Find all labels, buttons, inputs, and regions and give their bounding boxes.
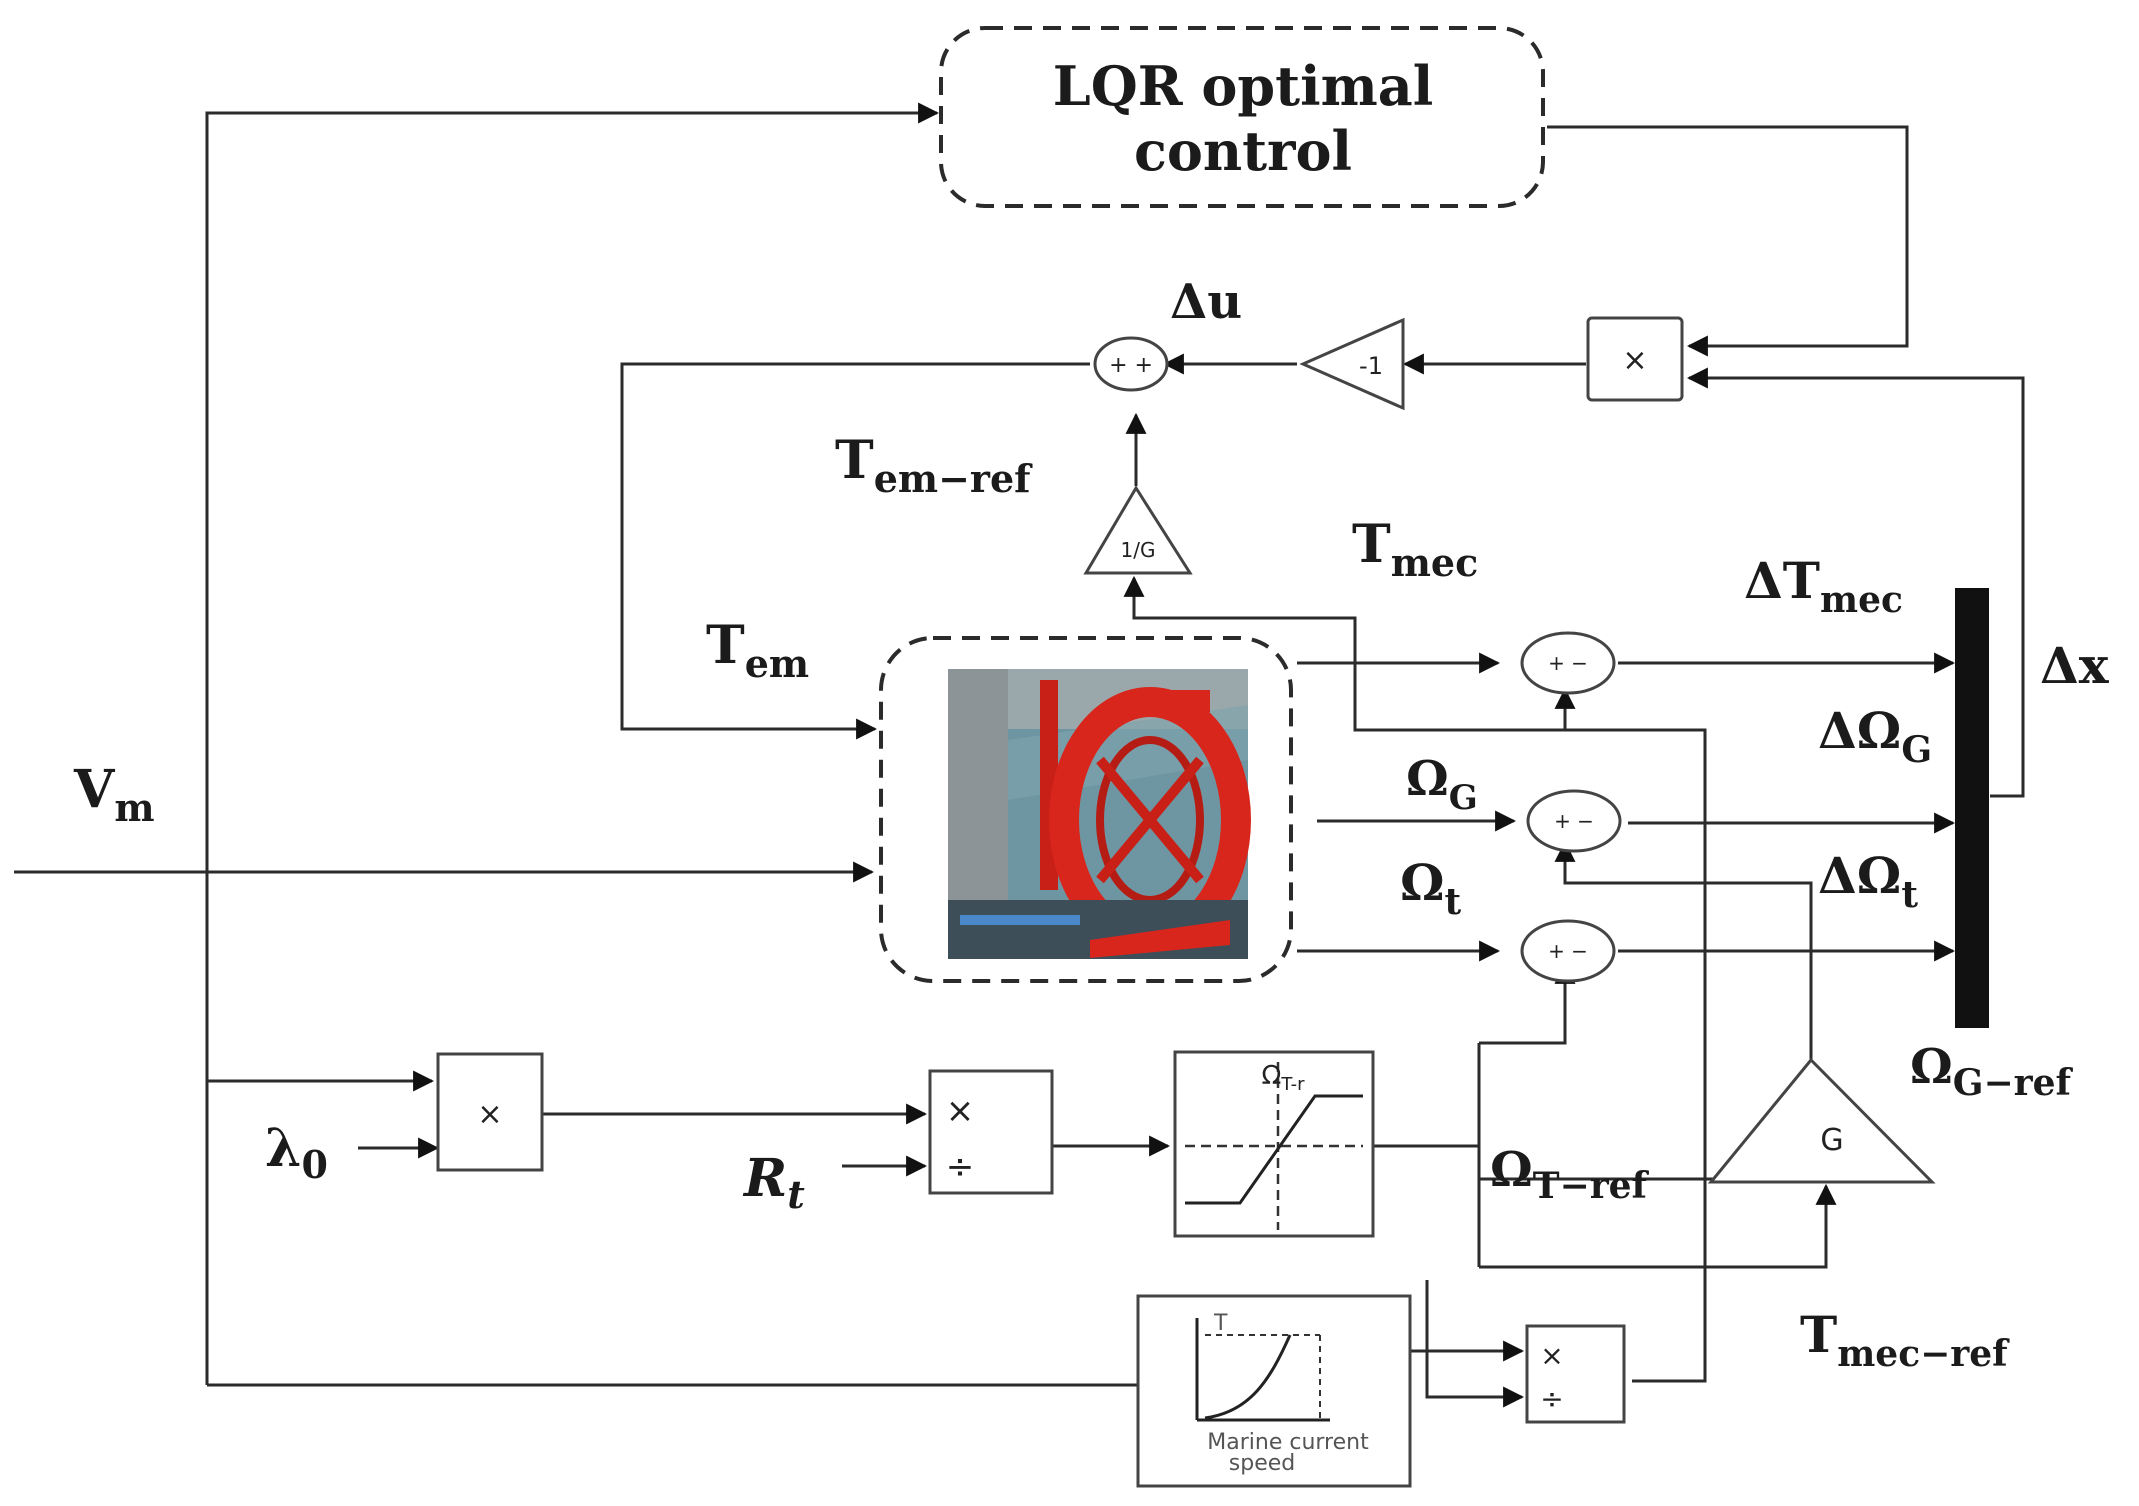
curve-caption-line1: Marine current — [1207, 1430, 1369, 1455]
omega-t-ref-label: ΩT−ref — [1490, 1142, 1650, 1207]
lqr-title-line2: control — [1134, 119, 1352, 183]
t-em-label: Tem — [706, 615, 809, 686]
multiply-icon: × — [1540, 1339, 1563, 1372]
v-m-label: Vm — [73, 759, 155, 830]
t-mec-label: Tmec — [1352, 514, 1478, 585]
sum-sign-icon: + − — [1554, 809, 1594, 833]
delta-omega-t-label: ΔΩt — [1818, 846, 1918, 916]
curve-axis-label: T — [1213, 1311, 1228, 1336]
multiply-icon: × — [1622, 343, 1647, 378]
r-t-label: Rt — [742, 1148, 805, 1217]
lambda0-label: λ0 — [265, 1118, 328, 1187]
torque-divider-block[interactable]: × ÷ — [1525, 1324, 1626, 1424]
sum-sign-icon: + + — [1109, 353, 1153, 378]
curve-caption-line2: speed — [1229, 1451, 1295, 1476]
divide-icon: ÷ — [946, 1147, 975, 1187]
omega-g-ref-label: ΩG−ref — [1910, 1039, 2074, 1104]
delta-u-label: Δu — [1170, 274, 1242, 330]
turbine-speed-error-sum-block[interactable]: + − — [1520, 919, 1616, 983]
sum-sign-icon: + − — [1548, 651, 1588, 675]
signal-wires — [14, 102, 2025, 1408]
torque-curve-lookup-block[interactable]: T Marine current speed — [1136, 1294, 1412, 1488]
turbine-photo — [948, 669, 1251, 959]
delta-omega-g-label: ΔΩG — [1818, 701, 1932, 771]
signal-labels: Δu Tem−ref Tmec Tem Vm ΔTmec Δx ΔΩG ΩG Ω… — [73, 274, 2110, 1375]
delta-x-label: Δx — [2040, 636, 2110, 695]
state-multiplier-block[interactable]: × — [1586, 316, 1684, 402]
delta-u-sum-block[interactable]: + + — [1093, 336, 1169, 392]
multiply-icon: × — [477, 1097, 502, 1132]
g-gain-block[interactable]: G — [1707, 1057, 1936, 1184]
inverse-gain-block[interactable]: 1/G — [1083, 485, 1193, 575]
lqr-title-line1: LQR optimal — [1053, 54, 1434, 118]
saturation-label: ΩT-r — [1261, 1061, 1305, 1095]
radius-divider-block[interactable]: × ÷ — [928, 1069, 1054, 1195]
multiply-icon: × — [946, 1091, 975, 1131]
marine-turbine-plant-block[interactable] — [879, 636, 1293, 983]
g-gain-label: G — [1820, 1123, 1843, 1158]
inverse-gain-label: 1/G — [1121, 538, 1156, 562]
lqr-controller-block[interactable]: LQR optimal control — [939, 26, 1545, 208]
generator-speed-error-sum-block[interactable]: + − — [1526, 789, 1622, 853]
omega-g-label: ΩG — [1406, 751, 1478, 818]
negative-gain-label: -1 — [1359, 352, 1383, 380]
t-mec-ref-label: Tmec−ref — [1800, 1305, 2010, 1375]
omega-t-label: Ωt — [1400, 853, 1462, 923]
delta-t-mec-label: ΔTmec — [1744, 551, 1903, 621]
sum-sign-icon: + − — [1548, 939, 1588, 963]
negative-gain-block[interactable]: -1 — [1299, 317, 1405, 411]
speed-saturation-block[interactable]: ΩT-r — [1173, 1050, 1375, 1238]
torque-error-sum-block[interactable]: + − — [1520, 631, 1616, 695]
lambda-multiplier-block[interactable]: × — [436, 1052, 544, 1172]
divide-icon: ÷ — [1540, 1382, 1563, 1415]
t-em-ref-label: Tem−ref — [835, 430, 1033, 501]
mux-bar[interactable] — [1955, 588, 1989, 1028]
